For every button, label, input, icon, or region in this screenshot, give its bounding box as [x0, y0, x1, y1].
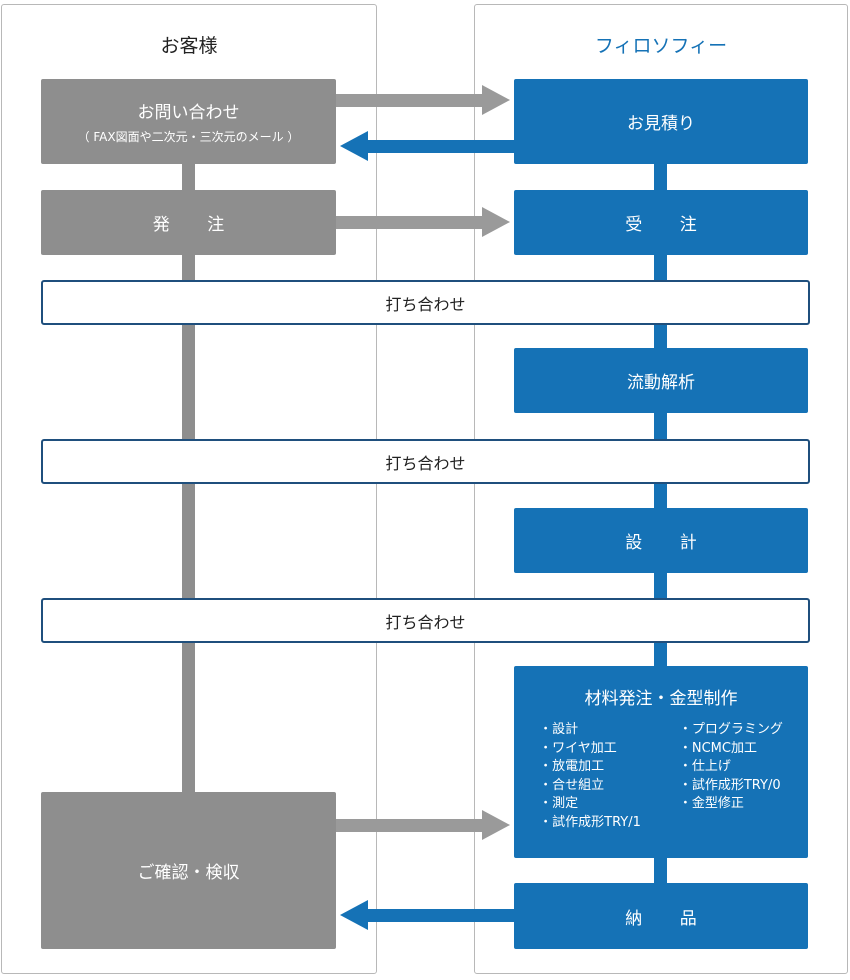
arrow-inquiry-to-estimate [336, 85, 510, 115]
design-label: 設 計 [625, 533, 713, 553]
delivery-box: 納 品 [514, 883, 808, 949]
task-item: ・金型修正 [678, 796, 744, 811]
delivery-label: 納 品 [625, 908, 713, 929]
arrow-order-to-receive [336, 207, 510, 237]
confirm-label: ご確認・検収 [137, 863, 240, 883]
task-list-left: ・設計 ・ワイヤ加工 ・放電加工 ・合せ組立 ・測定 ・試作成形TRY/1 [539, 721, 641, 832]
analysis-label: 流動解析 [627, 373, 695, 393]
receive-box: 受 注 [514, 190, 808, 255]
arrow-delivery-to-confirm [340, 900, 514, 930]
task-item: ・測定 [539, 796, 579, 811]
task-item: ・NCMC加工 [678, 740, 757, 756]
arrow-manufacture-to-confirm [336, 810, 510, 840]
task-list-right: ・プログラミング ・NCMC加工 ・仕上げ ・試作成形TRY/0 ・金型修正 [679, 721, 783, 832]
task-item: ・設計 [539, 722, 579, 737]
inquiry-box: お問い合わせ （ FAX図面や二次元・三次元のメール ） [41, 79, 336, 164]
task-item: ・プログラミング [678, 722, 783, 737]
task-item: ・ワイヤ加工 [539, 740, 617, 756]
task-item: ・合せ組立 [539, 777, 605, 793]
task-item: ・試作成形TRY/1 [539, 814, 641, 830]
order-box: 発 注 [41, 190, 336, 255]
meeting-bar: 打ち合わせ [41, 439, 810, 484]
company-title: フィロソフィー [594, 35, 728, 57]
manufacture-tasks: ・設計 ・ワイヤ加工 ・放電加工 ・合せ組立 ・測定 ・試作成形TRY/1 ・プ… [539, 721, 783, 832]
order-label: 発 注 [152, 215, 241, 235]
design-box: 設 計 [514, 508, 808, 573]
confirm-box: ご確認・検収 [41, 792, 336, 949]
task-item: ・試作成形TRY/0 [678, 777, 781, 793]
task-item: ・仕上げ [678, 759, 731, 774]
meeting-bar: 打ち合わせ [41, 598, 810, 643]
inquiry-label: お問い合わせ [137, 103, 240, 123]
customer-title: お客様 [160, 35, 218, 57]
analysis-box: 流動解析 [514, 348, 808, 413]
estimate-label: お見積り [627, 114, 695, 134]
receive-label: 受 注 [625, 215, 713, 235]
manufacture-box: 材料発注・金型制作 ・設計 ・ワイヤ加工 ・放電加工 ・合せ組立 ・測定 ・試作… [514, 666, 808, 858]
estimate-box: お見積り [514, 79, 808, 164]
inquiry-sub: （ FAX図面や二次元・三次元のメール ） [77, 130, 300, 144]
task-item: ・放電加工 [539, 759, 605, 774]
arrow-estimate-to-inquiry [340, 131, 514, 161]
meeting-bar: 打ち合わせ [41, 280, 810, 325]
manufacture-title: 材料発注・金型制作 [584, 689, 738, 709]
